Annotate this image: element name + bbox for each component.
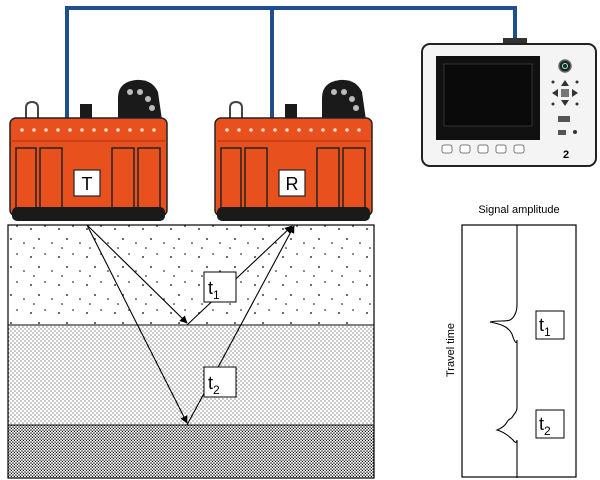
receiver-label: R bbox=[286, 174, 299, 194]
ray-label-t2-sub: 2 bbox=[213, 383, 220, 397]
handle-icon bbox=[25, 100, 39, 118]
transmitter-label-box bbox=[73, 169, 101, 197]
transmitter-label: T bbox=[82, 174, 93, 194]
ray-label-t1: t1 bbox=[203, 271, 237, 303]
transmitter-antenna: T bbox=[9, 79, 168, 221]
control-unit: 2 bbox=[421, 38, 597, 167]
ray-label-t1-base: t bbox=[208, 278, 213, 298]
control-unit-number: 2 bbox=[563, 149, 569, 161]
dpad-icon bbox=[551, 80, 579, 106]
svg-text:t2: t2 bbox=[208, 373, 220, 397]
receiver-antenna: R bbox=[214, 79, 373, 221]
signal-trace bbox=[489, 225, 518, 478]
pulse-label-t2-base: t bbox=[539, 414, 544, 434]
ray-t1-up bbox=[186, 225, 293, 326]
power-icon bbox=[558, 59, 572, 73]
ground-outline bbox=[7, 224, 375, 479]
svg-text:t1: t1 bbox=[208, 278, 220, 302]
ray-label-t1-sub: 1 bbox=[213, 288, 220, 302]
trace-axis-label: Travel time bbox=[445, 323, 457, 377]
pulse-label-t2: t2 bbox=[535, 409, 565, 439]
ray-label-t2-base: t bbox=[208, 373, 213, 393]
trace-panel-title: Signal amplitude bbox=[478, 204, 559, 216]
pulse-label-t1-base: t bbox=[539, 315, 544, 335]
ray-t2-down bbox=[86, 224, 188, 424]
svg-text:t2: t2 bbox=[539, 414, 551, 438]
svg-text:t1: t1 bbox=[539, 315, 551, 339]
ray-label-t2: t2 bbox=[203, 366, 237, 398]
pulse-label-t1-sub: 1 bbox=[544, 325, 551, 339]
pulse-label-t2-sub: 2 bbox=[544, 424, 551, 438]
receiver-label-box bbox=[278, 169, 306, 197]
handle-icon bbox=[229, 100, 243, 118]
ground-section bbox=[7, 224, 375, 479]
handle-icon bbox=[322, 79, 366, 120]
trace-panel: Signal amplitude Travel time t1 t2 bbox=[445, 204, 577, 478]
ray-t1-down bbox=[86, 224, 188, 324]
trace-panel-frame bbox=[461, 224, 577, 478]
handle-icon bbox=[118, 79, 162, 120]
pulse-label-t1: t1 bbox=[535, 310, 565, 340]
cable bbox=[65, 6, 517, 120]
